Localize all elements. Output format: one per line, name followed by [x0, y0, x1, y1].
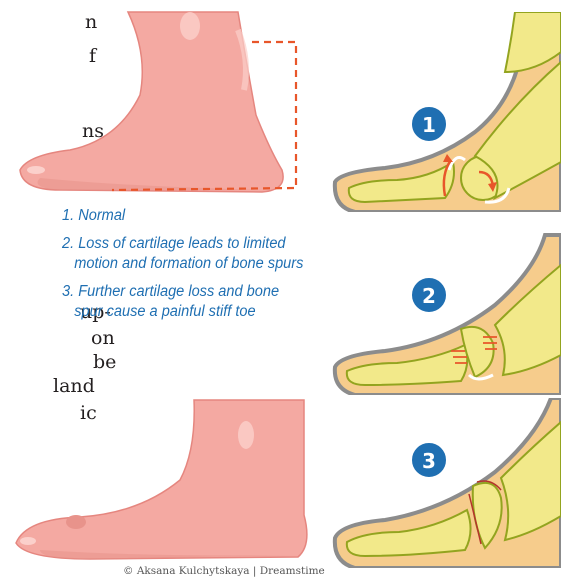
- stage-number-badge: 3: [422, 449, 436, 473]
- affected-foot-illustration: [0, 395, 330, 565]
- joint-stage-3: 3: [325, 398, 561, 568]
- normal-foot-illustration: [0, 0, 330, 200]
- legend-item: 2. Loss of cartilage leads to limited mo…: [62, 234, 308, 274]
- image-credit: © Aksana Kulchytskaya | Dreamstime: [123, 565, 325, 577]
- joint-stage-1: 1: [325, 12, 561, 212]
- stage-number-badge: 2: [422, 284, 436, 308]
- stage-number-badge: 1: [422, 113, 436, 137]
- legend-item: 3. Further cartilage loss and bone spur …: [62, 282, 308, 322]
- legend-item: 1. Normal: [62, 206, 308, 226]
- joint-stage-2: 2: [325, 225, 561, 395]
- text-fragment: be: [93, 350, 116, 374]
- legend: 1. Normal 2. Loss of cartilage leads to …: [62, 206, 324, 330]
